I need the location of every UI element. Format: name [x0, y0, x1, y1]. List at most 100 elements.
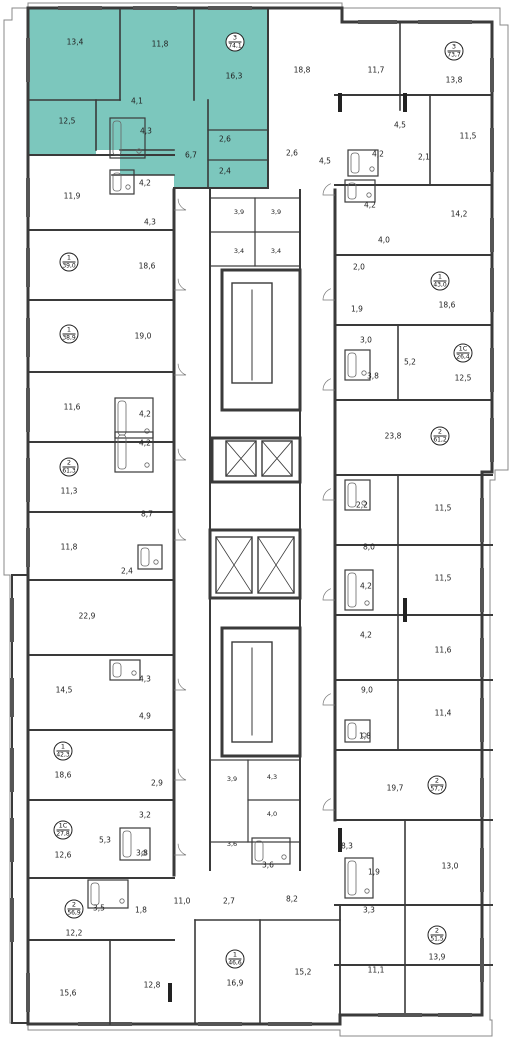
room-area-label: 3,9 — [226, 774, 238, 783]
room-area-label: 4,3 — [140, 126, 152, 136]
bathtub-icon — [122, 830, 132, 858]
elevator-cross — [225, 440, 257, 477]
toilet-icon — [144, 462, 150, 468]
room-area-label: 13,9 — [428, 952, 446, 962]
room-area-label: 3,6 — [262, 860, 274, 870]
room-area-label: 11,3 — [60, 486, 78, 496]
elevator-cross — [261, 440, 293, 477]
room-area-label: 8,7 — [141, 509, 153, 519]
room-area-label: 4,2 — [360, 630, 372, 640]
room-area-label: 6,7 — [185, 150, 197, 160]
room-area-label: 11,9 — [63, 191, 81, 201]
toilet-icon — [281, 854, 287, 860]
room-area-label: 18,6 — [438, 300, 456, 310]
room-area-label: 1,8 — [359, 731, 371, 741]
room-area-label: 2,4 — [219, 166, 231, 176]
room-area-label: 22,9 — [78, 611, 96, 621]
room-area-label: 3,5 — [93, 903, 105, 913]
room-area-label: 4,9 — [139, 711, 151, 721]
room-area-label: 11,5 — [434, 503, 452, 513]
room-area-label: 3,0 — [360, 335, 372, 345]
elevator-cross — [215, 536, 253, 594]
room-area-label: 4,2 — [364, 200, 376, 210]
room-area-label: 3,4 — [233, 246, 245, 255]
room-area-label: 4,2 — [139, 438, 151, 448]
room-area-label: 19,0 — [134, 331, 152, 341]
toilet-icon — [119, 898, 125, 904]
door-swing — [174, 363, 187, 376]
toilet-icon — [361, 732, 367, 738]
room-area-label: 4,1 — [131, 96, 143, 106]
bathroom — [251, 837, 291, 865]
elevator-shaft — [261, 440, 293, 477]
room-area-label: 5,2 — [404, 357, 416, 367]
room-area-label: 3,6 — [226, 839, 238, 848]
toilet-icon — [361, 500, 367, 506]
room-area-label: 2,6 — [286, 148, 298, 158]
room-area-label: 2,7 — [223, 896, 235, 906]
door-swing — [174, 678, 187, 691]
bathtub-icon — [112, 172, 122, 192]
toilet-icon — [144, 428, 150, 434]
room-area-label: 11,5 — [434, 573, 452, 583]
room-area-label: 2,6 — [219, 134, 231, 144]
room-area-label: 13,0 — [441, 861, 459, 871]
elevator-shaft — [215, 536, 253, 594]
bathtub-icon — [347, 572, 357, 608]
door-swing — [174, 198, 187, 211]
room-area-label: 4,2 — [372, 149, 384, 159]
door-swing — [322, 488, 335, 501]
stair-core — [220, 268, 302, 412]
room-area-label: 2,0 — [353, 262, 365, 272]
room-area-label: 18,8 — [293, 65, 311, 75]
toilet-icon — [141, 850, 147, 856]
stair-core — [220, 626, 302, 758]
toilet-icon — [131, 670, 137, 676]
room-area-label: 4,3 — [144, 217, 156, 227]
bathtub-icon — [350, 152, 360, 174]
bathroom — [109, 117, 146, 159]
bathtub-icon — [140, 547, 150, 567]
room-area-label: 4,0 — [266, 809, 278, 818]
door-swing — [174, 528, 187, 541]
room-area-label: 1,9 — [368, 867, 380, 877]
room-area-label: 4,2 — [360, 581, 372, 591]
bathroom — [109, 659, 141, 681]
toilet-icon — [364, 888, 370, 894]
room-area-label: 2,4 — [121, 566, 133, 576]
room-area-label: 4,0 — [378, 235, 390, 245]
bathtub-icon — [347, 722, 357, 740]
bathroom — [344, 569, 374, 611]
room-area-label: 3,8 — [136, 848, 148, 858]
toilet-icon — [364, 600, 370, 606]
room-area-label: 5,3 — [99, 835, 111, 845]
room-area-label: 11,1 — [367, 965, 385, 975]
room-area-label: 12,5 — [58, 116, 76, 126]
toilet-icon — [361, 370, 367, 376]
room-area-label: 12,5 — [454, 373, 472, 383]
room-area-label: 19,7 — [386, 783, 404, 793]
door-swing — [174, 278, 187, 291]
elevator-shaft — [225, 440, 257, 477]
room-area-label: 4,3 — [266, 772, 278, 781]
bathroom — [344, 719, 371, 743]
toilet-icon — [153, 559, 159, 565]
bathtub-icon — [112, 120, 122, 156]
room-area-label: 4,5 — [319, 156, 331, 166]
bathroom — [344, 349, 371, 381]
